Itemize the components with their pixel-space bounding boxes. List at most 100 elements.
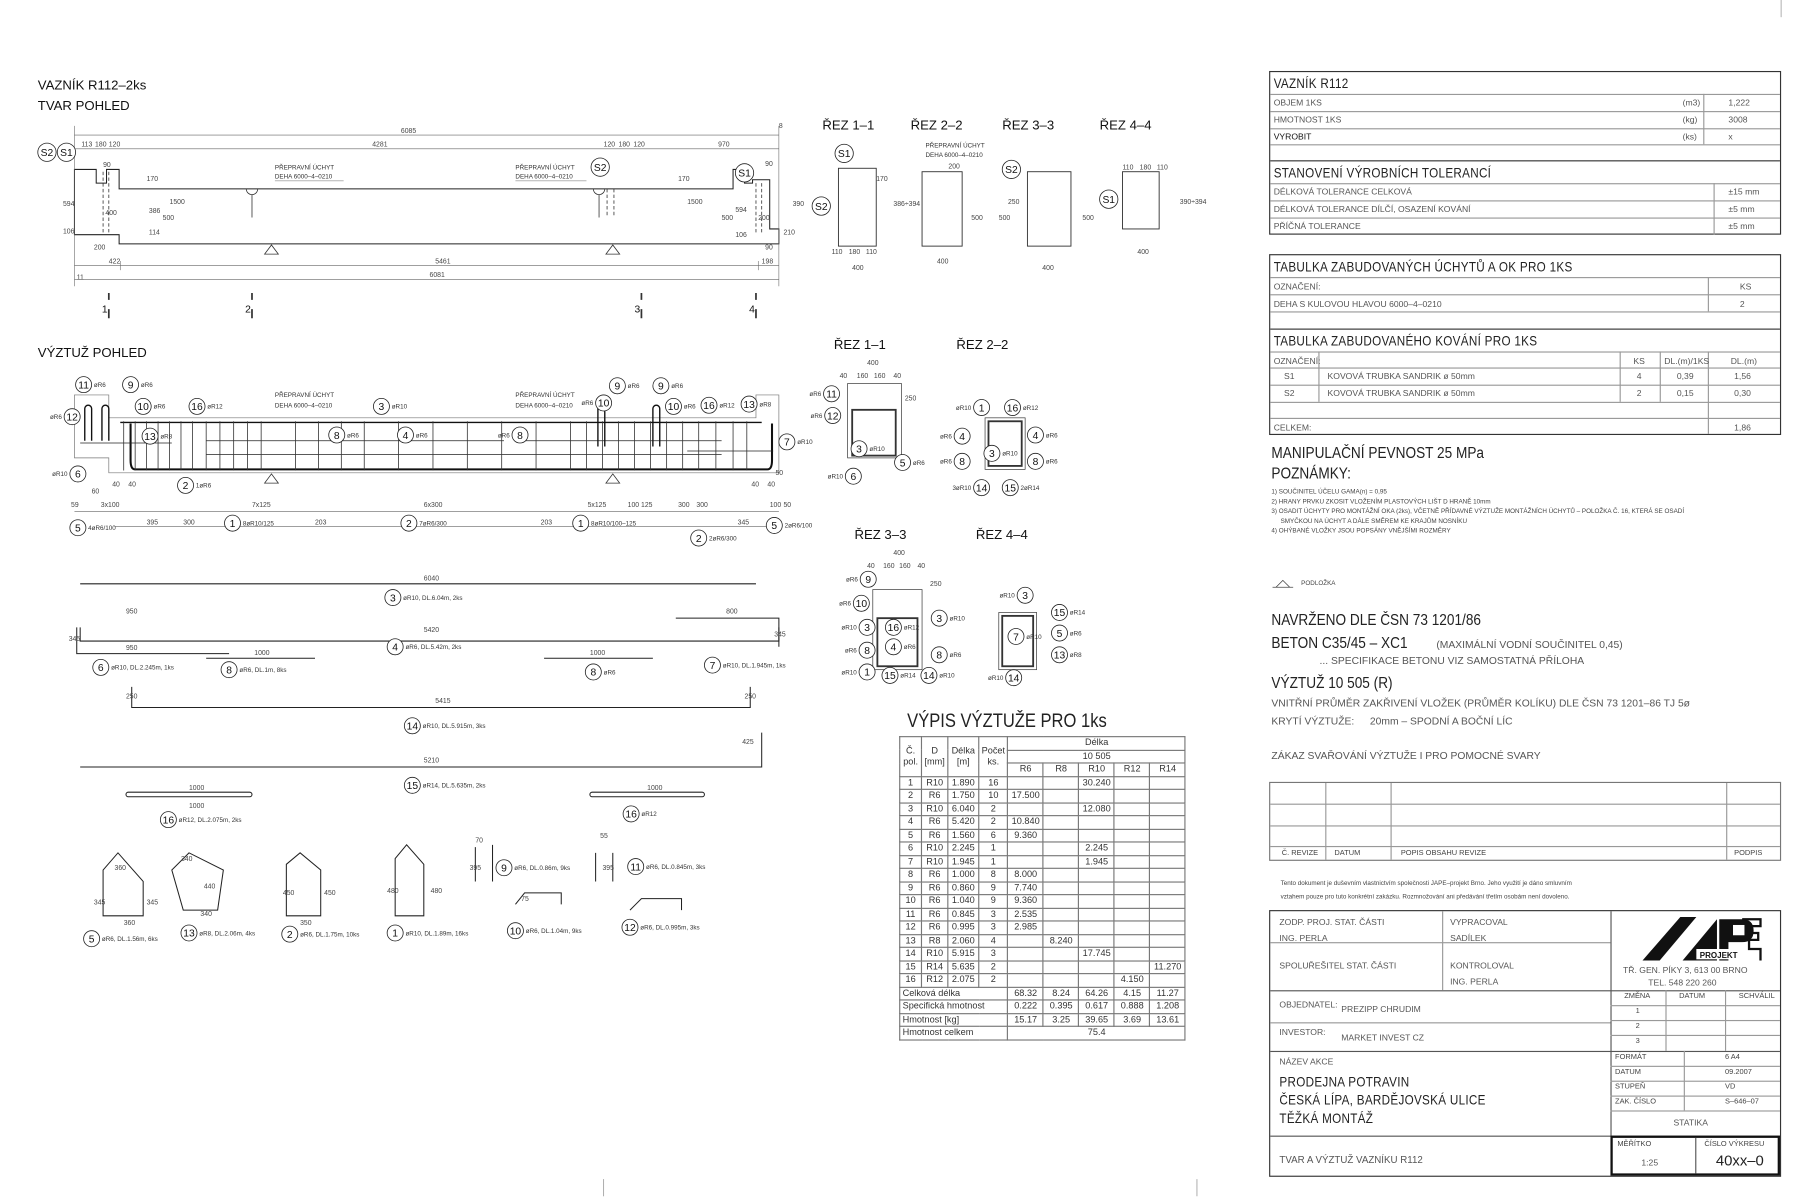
dimension-label: 180 bbox=[619, 142, 631, 149]
dimension-label: 106 bbox=[63, 229, 75, 236]
table-cell: 10.840 bbox=[1007, 815, 1045, 830]
bubble-circle bbox=[700, 396, 718, 414]
bubble-circle bbox=[973, 399, 991, 416]
section-2-outline bbox=[921, 171, 963, 247]
dimension-label: 110 bbox=[866, 249, 877, 256]
bubble-circle bbox=[858, 618, 876, 636]
bubble-number: 13 bbox=[183, 929, 195, 940]
bubble-number: 14 bbox=[976, 483, 988, 494]
table-cell: 8.240 bbox=[1042, 933, 1080, 948]
bubble-number: 1 bbox=[230, 519, 236, 530]
drawing-number-label: ČÍSLO VÝKRESU bbox=[1704, 1140, 1765, 1149]
bubble-number: 11 bbox=[826, 390, 837, 401]
table-cell bbox=[1078, 815, 1116, 830]
bubble-circle bbox=[622, 805, 640, 823]
table-cell: 1 bbox=[978, 841, 1009, 856]
bubble-circle bbox=[177, 476, 194, 494]
table-cell bbox=[1007, 854, 1045, 869]
dimension-label: 400 bbox=[867, 360, 879, 367]
anchor-label: PŘEPRAVNÍ ÚCHYT bbox=[275, 162, 334, 171]
table-cell: R10 bbox=[920, 854, 949, 869]
summary-label: Celková délka bbox=[899, 986, 1009, 1001]
dimension-label: 90 bbox=[103, 162, 111, 169]
position-bubble: S2 bbox=[1001, 159, 1021, 179]
anchor-item-ks: 2 bbox=[1739, 298, 1745, 310]
dimension-label: 440 bbox=[204, 883, 216, 890]
bubble-number: 8 bbox=[1033, 457, 1039, 468]
bubble-annotation: øR8, DL.2.06m, 4ks bbox=[199, 930, 255, 937]
anchors-col-ks: KS bbox=[1739, 281, 1752, 292]
dimension-label: 7x125 bbox=[252, 502, 271, 509]
dimension-label: 70 bbox=[475, 838, 483, 845]
table-cell bbox=[1113, 788, 1151, 804]
bubble-number: S2 bbox=[41, 148, 54, 159]
dimension-label: 500 bbox=[722, 215, 734, 222]
bubble-number: 1 bbox=[578, 519, 584, 530]
total-label: Hmotnost celkem bbox=[899, 1025, 1009, 1040]
bubble-circle bbox=[122, 376, 139, 394]
bubble-circle bbox=[224, 514, 241, 532]
section-title: ŘEZ 2–2 bbox=[956, 337, 1008, 352]
bubble-annotation: øR10, DL.6.04m, 2ks bbox=[403, 595, 462, 602]
bubble-number: 2 bbox=[183, 481, 189, 492]
table-cell: 14 bbox=[899, 946, 923, 962]
dimension-label: 6085 bbox=[401, 128, 416, 135]
dimension-label: 395 bbox=[602, 865, 614, 872]
bubble-number: S2 bbox=[594, 163, 607, 174]
table-cell: 0.845 bbox=[947, 907, 980, 922]
dimension-label: 950 bbox=[126, 609, 138, 616]
summary-cell: 0.888 bbox=[1113, 999, 1151, 1014]
dimension-label: 5420 bbox=[424, 627, 439, 634]
col-header-diameter: R12 bbox=[1113, 762, 1151, 777]
project-name-line-1: PRODEJNA POTRAVIN bbox=[1279, 1073, 1410, 1090]
table-cell bbox=[1113, 867, 1151, 883]
section-1-outline bbox=[847, 383, 902, 459]
bubble-circle bbox=[930, 609, 948, 627]
bubble-number: 7 bbox=[784, 438, 790, 449]
bubble-number: 1 bbox=[979, 403, 985, 414]
table-cell: 2.060 bbox=[947, 933, 980, 948]
dimension-label: 400 bbox=[937, 258, 949, 265]
bubble-circle bbox=[83, 930, 101, 948]
table-cell: 1.890 bbox=[947, 775, 980, 790]
project-name-line-2: ČESKÁ LÍPA, BARDĚJOVSKÁ ULICE bbox=[1279, 1092, 1486, 1109]
bubble-circle bbox=[858, 663, 876, 681]
table-cell: 6.040 bbox=[947, 801, 980, 817]
table-cell bbox=[1149, 788, 1187, 804]
bubble-circle bbox=[834, 143, 854, 163]
bubble-circle bbox=[627, 858, 645, 875]
table-cell: 2.535 bbox=[1007, 907, 1045, 922]
section-title: ŘEZ 4–4 bbox=[1100, 117, 1152, 132]
bubble-circle bbox=[953, 427, 971, 445]
dimension-label: 500 bbox=[971, 215, 983, 222]
element-prop-unit: (m3) bbox=[1682, 97, 1701, 108]
bubble-circle bbox=[1001, 479, 1019, 497]
position-bubble: S1 bbox=[1099, 189, 1119, 209]
dimension-label: 100 bbox=[770, 502, 782, 509]
col-header-diameter: R6 bbox=[1007, 762, 1045, 777]
dimension-label: 300 bbox=[678, 502, 690, 509]
bubble-annotation: øR6 bbox=[671, 383, 683, 390]
summary-cell: 0.617 bbox=[1078, 999, 1116, 1014]
shape-view-subtitle: TVAR POHLED bbox=[38, 98, 130, 113]
change-col-header: SCHVÁLIL bbox=[1738, 992, 1775, 1001]
bubble-number: 10 bbox=[856, 599, 868, 610]
